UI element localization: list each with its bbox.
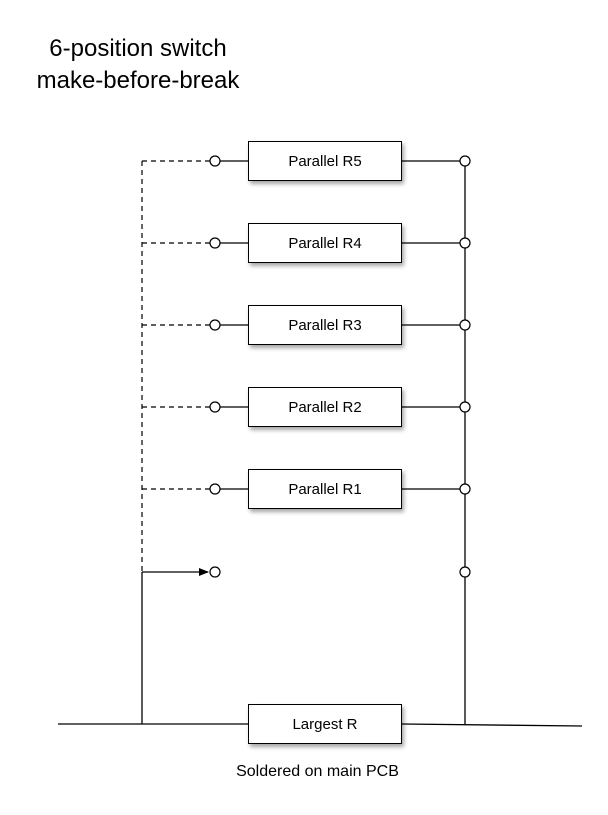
- switch-contact-r1: [209, 483, 221, 495]
- resistor-label-r5: Parallel R5: [288, 152, 362, 170]
- resistor-label-r4: Parallel R4: [288, 234, 362, 252]
- resistor-box-r4: Parallel R4: [248, 223, 402, 263]
- switch-contact-r3: [209, 319, 221, 331]
- wiper-contact-terminal: [209, 566, 221, 578]
- caption: Soldered on main PCB: [236, 763, 399, 780]
- bus-terminal-bottom: [459, 566, 471, 578]
- largest-resistor-label: Largest R: [292, 715, 358, 733]
- bus-terminal-r1: [459, 483, 471, 495]
- resistor-box-r1: Parallel R1: [248, 469, 402, 509]
- largest-resistor-box: Largest R: [248, 704, 402, 744]
- main-line-right: [401, 723, 583, 727]
- resistor-label-r1: Parallel R1: [288, 480, 362, 498]
- switch-contact-r5: [209, 155, 221, 167]
- bus-terminal-r4: [459, 237, 471, 249]
- title-line-1: 6-position switch: [49, 35, 227, 62]
- title-line-2: make-before-break: [36, 67, 240, 94]
- resistor-label-r3: Parallel R3: [288, 316, 362, 334]
- bus-terminal-r2: [459, 401, 471, 413]
- bus-terminal-r5: [459, 155, 471, 167]
- resistor-box-r3: Parallel R3: [248, 305, 402, 345]
- resistor-label-r2: Parallel R2: [288, 398, 362, 416]
- resistor-box-r5: Parallel R5: [248, 141, 402, 181]
- resistor-box-r2: Parallel R2: [248, 387, 402, 427]
- bus-terminal-r3: [459, 319, 471, 331]
- switch-contact-r2: [209, 401, 221, 413]
- switch-contact-r4: [209, 237, 221, 249]
